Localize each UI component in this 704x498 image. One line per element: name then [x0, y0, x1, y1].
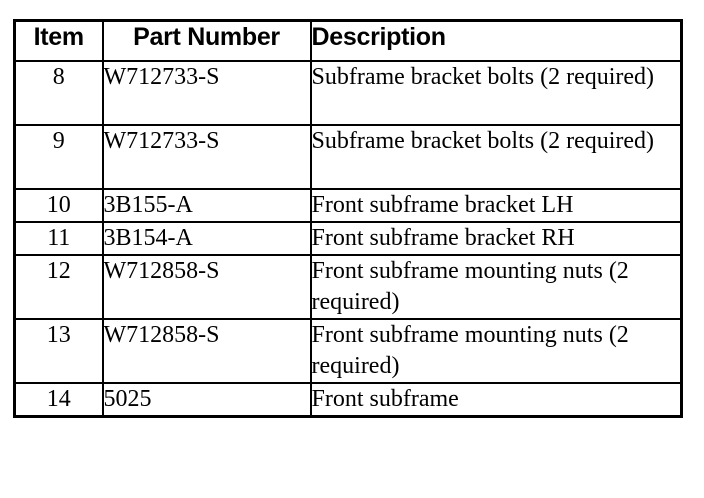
cell-description: Front subframe bracket LH [309, 188, 683, 223]
table-header: Item Part Number Description [13, 19, 683, 62]
cell-item: 9 [13, 124, 104, 190]
table-row: 12 W712858-S Front subframe mounting nut… [13, 254, 683, 320]
column-header-item: Item [13, 19, 104, 62]
cell-item: 12 [13, 254, 104, 320]
parts-list-table: Item Part Number Description 8 W712733-S… [13, 19, 683, 418]
cell-part-number: 3B154-A [101, 221, 312, 256]
table-body: 8 W712733-S Subframe bracket bolts (2 re… [13, 60, 683, 418]
cell-part-number: W712733-S [101, 60, 312, 126]
cell-description: Front subframe mounting nuts (2 required… [309, 318, 683, 384]
column-header-description: Description [309, 19, 683, 62]
cell-part-number: W712858-S [101, 254, 312, 320]
cell-item: 13 [13, 318, 104, 384]
column-header-part-number: Part Number [101, 19, 312, 62]
cell-description: Front subframe [309, 382, 683, 418]
cell-item: 8 [13, 60, 104, 126]
table-row: 11 3B154-A Front subframe bracket RH [13, 221, 683, 256]
table-row: 9 W712733-S Subframe bracket bolts (2 re… [13, 124, 683, 190]
cell-description: Subframe bracket bolts (2 required) [309, 124, 683, 190]
cell-item: 10 [13, 188, 104, 223]
cell-item: 11 [13, 221, 104, 256]
table-row: 8 W712733-S Subframe bracket bolts (2 re… [13, 60, 683, 126]
table-row: 13 W712858-S Front subframe mounting nut… [13, 318, 683, 384]
table-row: 14 5025 Front subframe [13, 382, 683, 418]
table-header-row: Item Part Number Description [13, 19, 683, 62]
cell-part-number: W712733-S [101, 124, 312, 190]
cell-description: Front subframe mounting nuts (2 required… [309, 254, 683, 320]
table-row: 10 3B155-A Front subframe bracket LH [13, 188, 683, 223]
cell-description: Subframe bracket bolts (2 required) [309, 60, 683, 126]
cell-part-number: 3B155-A [101, 188, 312, 223]
cell-description: Front subframe bracket RH [309, 221, 683, 256]
cell-part-number: W712858-S [101, 318, 312, 384]
cell-part-number: 5025 [101, 382, 312, 418]
cell-item: 14 [13, 382, 104, 418]
